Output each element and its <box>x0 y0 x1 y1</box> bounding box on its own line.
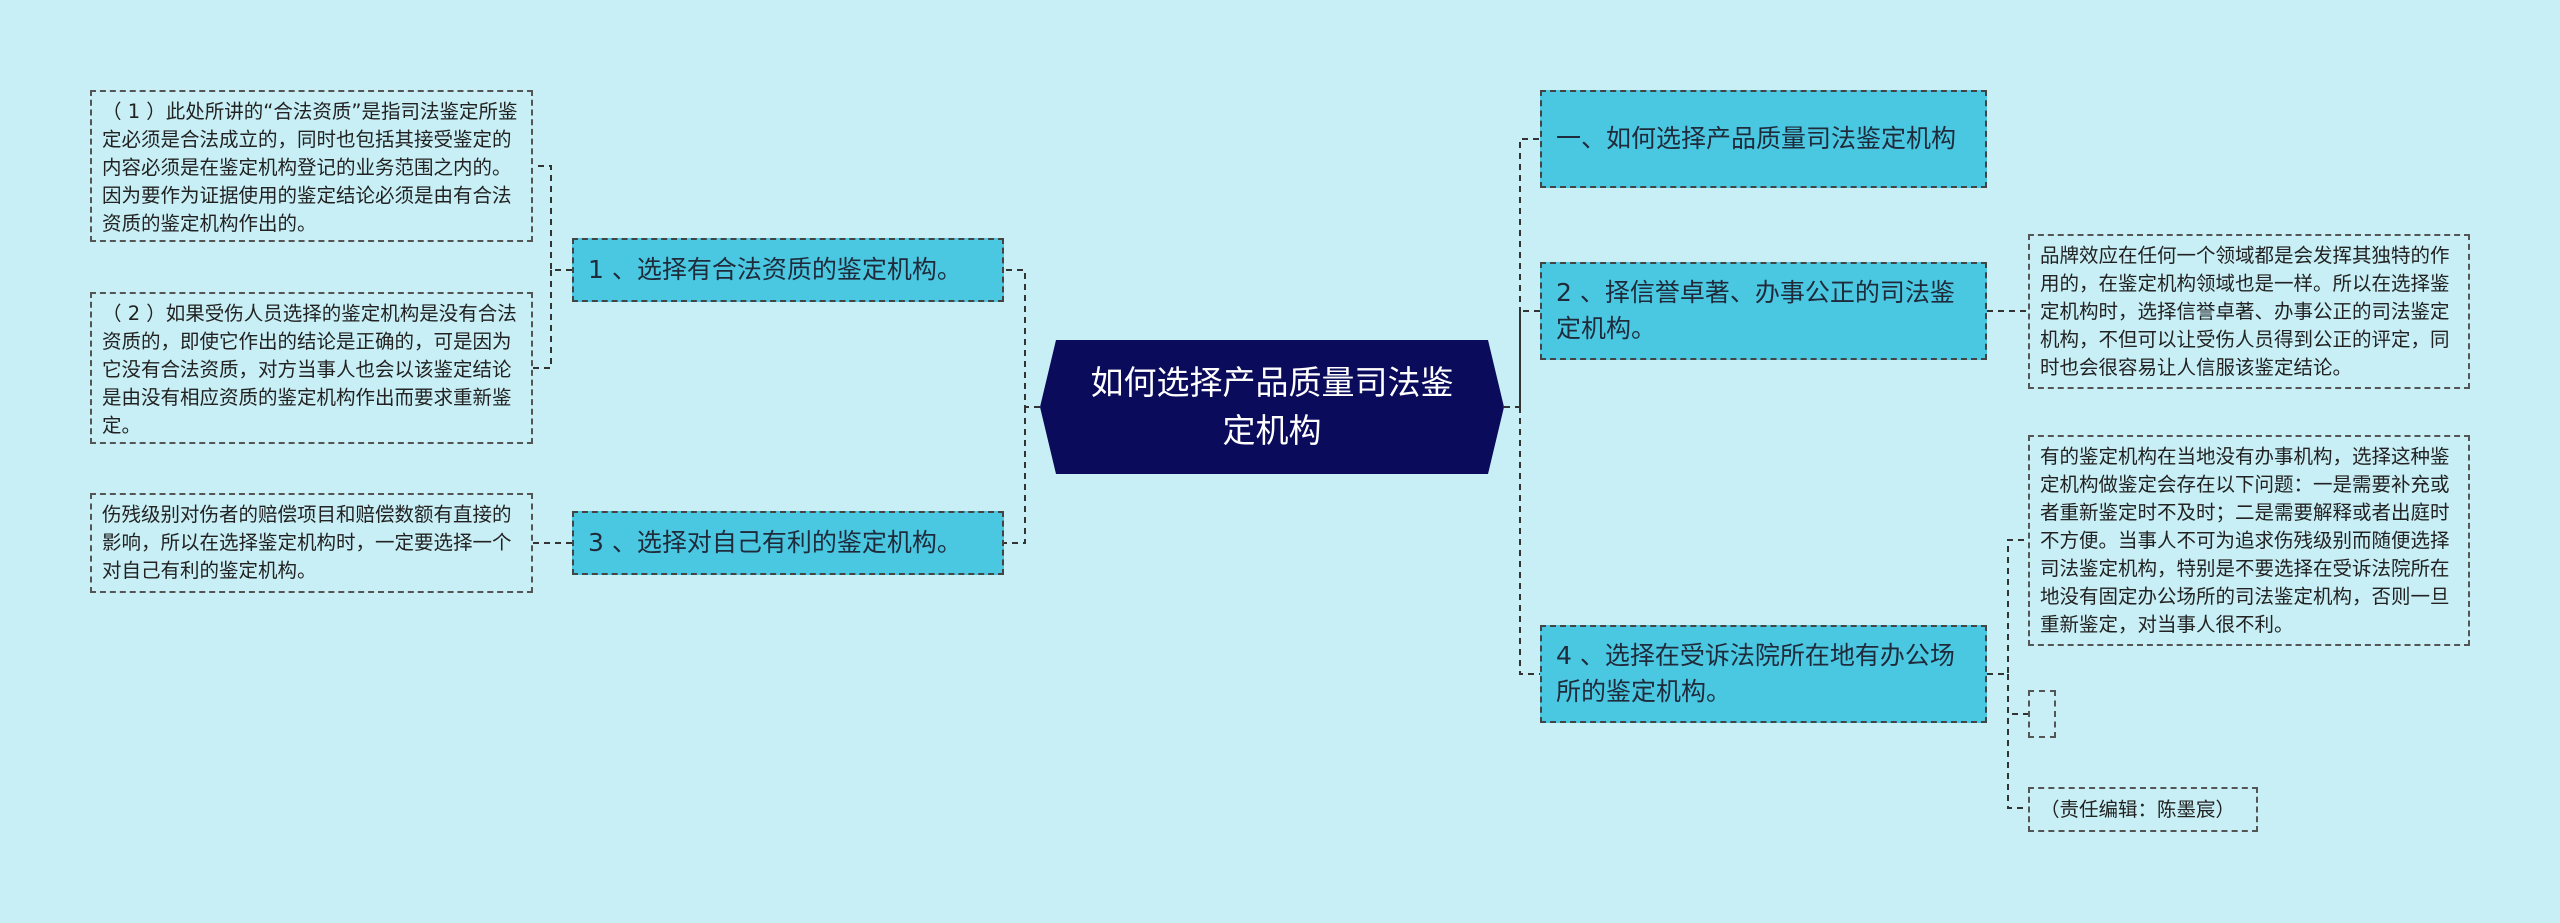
leaf-text: （责任编辑：陈墨宸） <box>2040 797 2236 821</box>
leaf-text: （ 2 ）如果受伤人员选择的鉴定机构是没有合法资质的，即使它作出的结论是正确的，… <box>102 302 517 437</box>
leaf-disability-level-note[interactable]: 伤残级别对伤者的赔偿项目和赔偿数额有直接的影响，所以在选择鉴定机构时，一定要选择… <box>90 493 533 593</box>
branch-3-select-favorable-institution[interactable]: 3 、选择对自己有利的鉴定机构。 <box>572 511 1004 575</box>
branch-label: 1 、选择有合法资质的鉴定机构。 <box>588 255 962 284</box>
leaf-text: 品牌效应在任何一个领域都是会发挥其独特的作用的，在鉴定机构领域也是一样。所以在选… <box>2040 244 2450 379</box>
root-topic-label: 如何选择产品质量司法鉴定机构 <box>1090 363 1454 450</box>
leaf-text: 伤残级别对伤者的赔偿项目和赔偿数额有直接的影响，所以在选择鉴定机构时，一定要选择… <box>102 503 512 582</box>
leaf-text: （ 1 ）此处所讲的“合法资质”是指司法鉴定所鉴定必须是合法成立的，同时也包括其… <box>102 100 518 235</box>
branch-label: 4 、选择在受诉法院所在地有办公场所的鉴定机构。 <box>1556 641 1955 706</box>
leaf-local-office-note[interactable]: 有的鉴定机构在当地没有办事机构，选择这种鉴定机构做鉴定会存在以下问题：一是需要补… <box>2028 435 2470 646</box>
branch-1-select-qualified-institution[interactable]: 1 、选择有合法资质的鉴定机构。 <box>572 238 1004 302</box>
leaf-unqualified-institution-note[interactable]: （ 2 ）如果受伤人员选择的鉴定机构是没有合法资质的，即使它作出的结论是正确的，… <box>90 292 533 444</box>
leaf-editor-credit[interactable]: （责任编辑：陈墨宸） <box>2028 787 2258 832</box>
root-topic[interactable]: 如何选择产品质量司法鉴定机构 <box>1040 340 1504 474</box>
branch-label: 3 、选择对自己有利的鉴定机构。 <box>588 528 962 557</box>
leaf-text: 有的鉴定机构在当地没有办事机构，选择这种鉴定机构做鉴定会存在以下问题：一是需要补… <box>2040 445 2450 636</box>
branch-label: 2 、择信誉卓著、办事公正的司法鉴定机构。 <box>1556 278 1955 343</box>
branch-4-select-local-institution[interactable]: 4 、选择在受诉法院所在地有办公场所的鉴定机构。 <box>1540 625 1987 723</box>
leaf-brand-effect-note[interactable]: 品牌效应在任何一个领域都是会发挥其独特的作用的，在鉴定机构领域也是一样。所以在选… <box>2028 234 2470 389</box>
branch-label: 一、如何选择产品质量司法鉴定机构 <box>1556 124 1957 153</box>
branch-how-to-select-institution[interactable]: 一、如何选择产品质量司法鉴定机构 <box>1540 90 1987 188</box>
leaf-legal-qualification-note[interactable]: （ 1 ）此处所讲的“合法资质”是指司法鉴定所鉴定必须是合法成立的，同时也包括其… <box>90 90 533 242</box>
branch-2-select-reputable-institution[interactable]: 2 、择信誉卓著、办事公正的司法鉴定机构。 <box>1540 262 1987 360</box>
leaf-empty-node[interactable] <box>2028 690 2056 738</box>
